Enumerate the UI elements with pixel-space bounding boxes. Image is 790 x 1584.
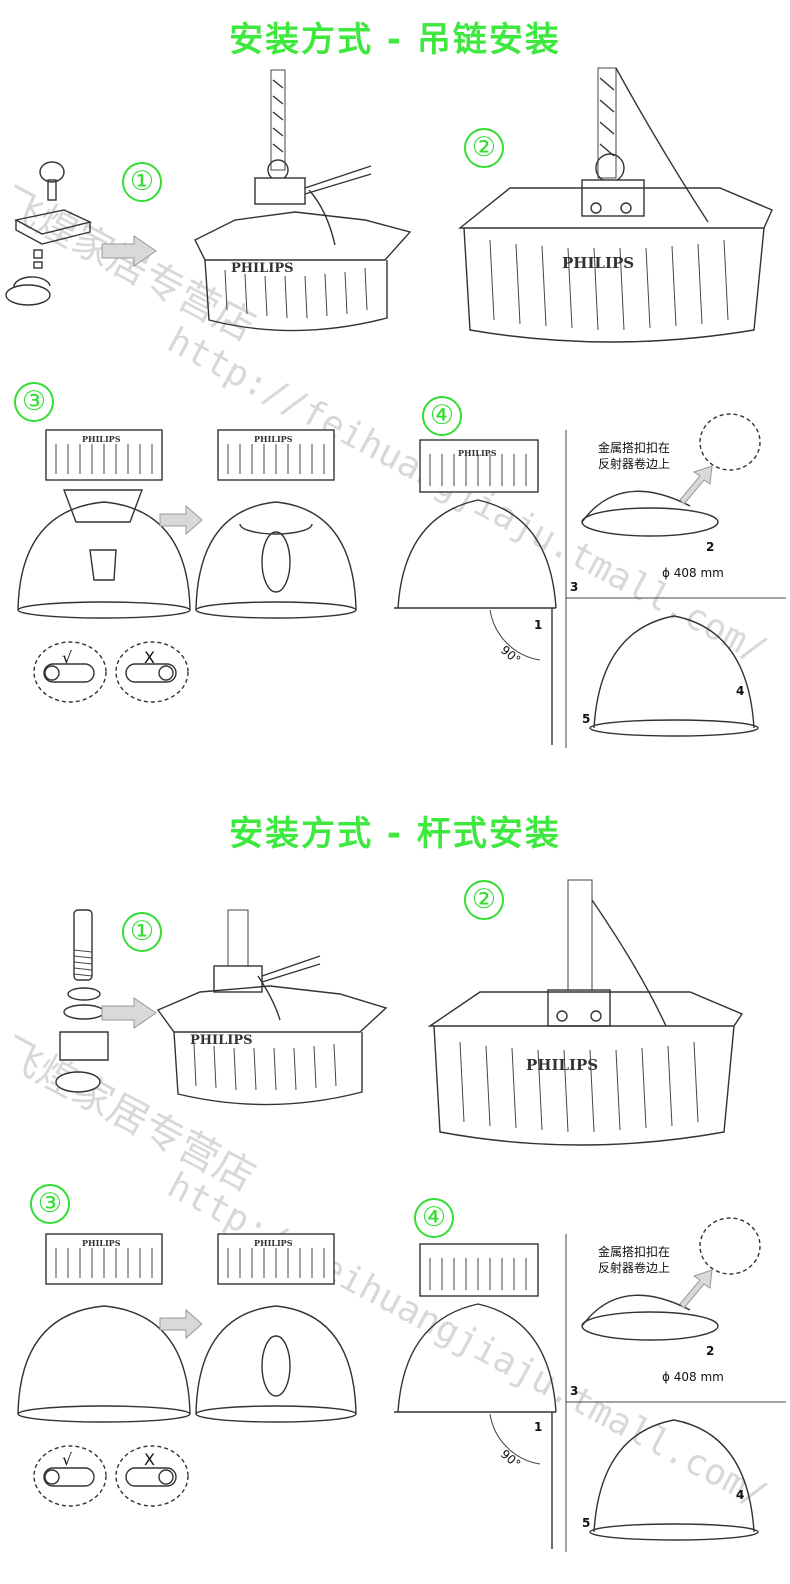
arrow-right-1 xyxy=(101,235,157,267)
step-1-badge: ① xyxy=(122,912,162,952)
step-3-badge: ③ xyxy=(30,1184,70,1224)
brand-label: PHILIPS xyxy=(82,434,121,444)
clip-note-line1: 金属搭扣扣在 xyxy=(598,1245,671,1259)
step-number-5: 5 xyxy=(582,712,591,726)
step-2-badge: ② xyxy=(464,128,504,168)
brand-label: PHILIPS xyxy=(254,1238,293,1248)
clip-note: 金属搭扣扣在 反射器卷边上 xyxy=(598,440,670,472)
step-number-4: 4 xyxy=(736,684,745,698)
step-4-badge: ④ xyxy=(422,396,462,436)
clip-note-line2: 反射器卷边上 xyxy=(598,1261,671,1275)
step-2-badge: ② xyxy=(464,880,504,920)
clip-note-line1: 金属搭扣扣在 xyxy=(598,441,671,455)
correct-orientation-icon xyxy=(33,641,107,703)
brand-label: PHILIPS xyxy=(231,261,294,276)
fixture-step3-drawing: PHILIPS PHILIPS xyxy=(17,429,357,619)
fixture-pole-step3-drawing: PHILIPS PHILIPS xyxy=(17,1233,357,1423)
fixture-step4-drawing: PHILIPS xyxy=(394,439,557,745)
brand-label: PHILIPS xyxy=(82,1238,121,1248)
step-4-badge: ④ xyxy=(414,1198,454,1238)
fixture-pole-step4-drawing xyxy=(394,1243,557,1549)
fixture-pole-step2-drawing: PHILIPS xyxy=(427,879,744,1146)
step-number-1: 1 xyxy=(534,1420,543,1434)
eyebolt-parts-illustration xyxy=(5,161,93,306)
brand-label: PHILIPS xyxy=(562,254,634,272)
fixture-step2-drawing: PHILIPS xyxy=(458,67,773,343)
step-number-1: 1 xyxy=(534,618,543,632)
step-number-2: 2 xyxy=(706,1344,715,1358)
wrong-mark: X xyxy=(144,648,155,667)
step-number-2: 2 xyxy=(706,540,715,554)
clip-note-line2: 反射器卷边上 xyxy=(598,457,671,471)
wrong-mark: X xyxy=(144,1450,155,1469)
correct-mark: √ xyxy=(62,1450,73,1469)
correct-orientation-icon xyxy=(33,1445,107,1507)
brand-label: PHILIPS xyxy=(190,1033,253,1048)
brand-label: PHILIPS xyxy=(526,1056,598,1074)
step-1-badge: ① xyxy=(122,162,162,202)
brand-label: PHILIPS xyxy=(458,448,497,458)
fixture-step1-drawing: PHILIPS xyxy=(194,69,412,332)
fixture-pole-step1-drawing: PHILIPS xyxy=(156,909,388,1106)
pole-parts-illustration xyxy=(55,909,109,1093)
step-number-5: 5 xyxy=(582,1516,591,1530)
diameter-label: ϕ 408 mm xyxy=(662,566,724,580)
diameter-label: ϕ 408 mm xyxy=(662,1370,724,1384)
clip-note: 金属搭扣扣在 反射器卷边上 xyxy=(598,1244,670,1276)
arrow-right-2 xyxy=(101,997,157,1029)
detail-divider xyxy=(565,413,786,748)
wrong-orientation-icon xyxy=(115,1445,189,1507)
step-number-3: 3 xyxy=(570,580,579,594)
brand-label: PHILIPS xyxy=(254,434,293,444)
step-3-badge: ③ xyxy=(14,382,54,422)
section-title-chain: 安装方式 - 吊链安装 xyxy=(229,20,561,60)
step-number-4: 4 xyxy=(736,1488,745,1502)
step-number-3: 3 xyxy=(570,1384,579,1398)
wrong-orientation-icon xyxy=(115,641,189,703)
section-title-pole: 安装方式 - 杆式安装 xyxy=(229,814,561,854)
correct-mark: √ xyxy=(62,648,73,667)
detail-divider xyxy=(565,1217,786,1552)
